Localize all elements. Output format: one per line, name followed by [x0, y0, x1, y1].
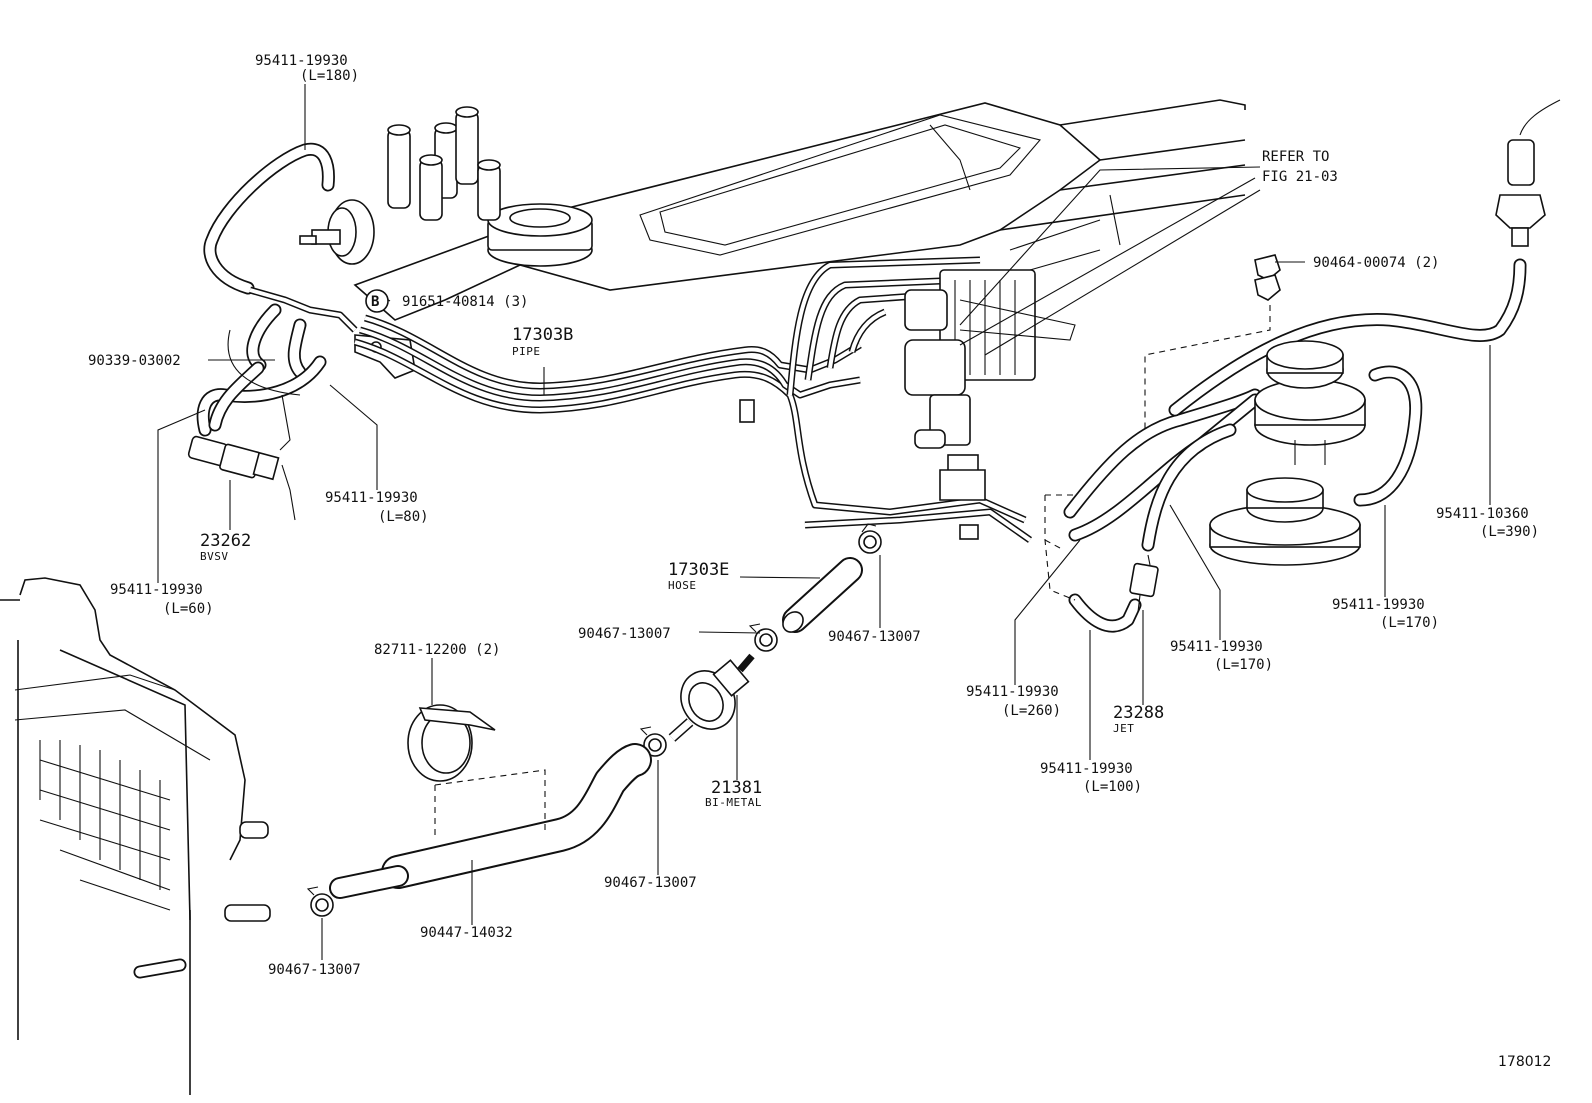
label-pin-90339: 90339-03002 — [88, 353, 181, 369]
oil-filler-cap — [487, 203, 593, 267]
label-hose-l260: 95411-19930 (L=260) — [966, 684, 1061, 719]
thermo-sensor — [1495, 99, 1561, 247]
label-hose-l180: 95411-19930 (L=180) — [255, 53, 359, 84]
label-hose-l170a-part: 95411-19930 — [1332, 597, 1425, 613]
label-hose-l80: 95411-19930 (L=80) — [325, 490, 429, 525]
vsv-cluster — [904, 219, 1101, 501]
label-clip-b-part: 90467-13007 — [828, 629, 921, 645]
label-clip-a: 90467-13007 — [578, 626, 671, 642]
hose-l170-shapes — [1353, 365, 1423, 507]
label-clamp-90464-part: 90464-00074 (2) — [1313, 255, 1439, 271]
label-hose-l390-note: (L=390) — [1480, 524, 1539, 540]
label-hose-l100-note: (L=100) — [1083, 779, 1142, 795]
label-jet-23288: 23288 JET — [1113, 703, 1164, 735]
label-hose-l60-part: 95411-19930 — [110, 582, 203, 598]
label-hose-l170b-note: (L=170) — [1214, 657, 1273, 673]
label-hose-l60: 95411-19930 (L=60) — [110, 582, 214, 617]
label-clip-a-part: 90467-13007 — [578, 626, 671, 642]
label-pipe-17303b: 17303B PIPE — [512, 325, 573, 358]
label-clamp-82711-part: 82711-12200 (2) — [374, 642, 500, 658]
label-bvsv-name: BVSV — [200, 550, 229, 563]
label-hose-l260-part: 95411-19930 — [966, 684, 1059, 700]
right-lines — [1044, 388, 1262, 633]
label-pipe-17303b-part: 17303B — [512, 325, 573, 345]
label-bvsv-part: 23262 — [200, 531, 251, 551]
vacuum-advancer — [299, 199, 375, 265]
label-clip-d-part: 90467-13007 — [268, 962, 361, 978]
label-bimetal-name: BI-METAL — [705, 796, 762, 809]
label-clamp-82711: 82711-12200 (2) — [374, 642, 500, 658]
hose-l180-shape — [203, 142, 335, 295]
label-hose-90447-part: 90447-14032 — [420, 925, 513, 941]
hose-90447-shape — [329, 743, 652, 899]
bolt-b-circle-icon — [365, 289, 389, 313]
label-hose-l60-note: (L=60) — [163, 601, 214, 617]
label-bvsv-23262: 23262 BVSV — [200, 531, 251, 563]
label-clip-b: 90467-13007 — [828, 629, 921, 645]
label-hose-17303e-part: 17303E — [668, 560, 729, 580]
hose-17303e-shape — [782, 557, 863, 633]
label-refer-line2: FIG 21-03 — [1262, 169, 1338, 185]
label-bimetal-part: 21381 — [711, 778, 762, 798]
label-hose-l390-part: 95411-10360 — [1436, 506, 1529, 522]
label-clip-c-part: 90467-13007 — [604, 875, 697, 891]
label-hose-l170a: 95411-19930 (L=170) — [1332, 597, 1439, 631]
manifold-pipes — [786, 256, 981, 396]
left-vacuum-lines — [196, 286, 358, 451]
label-refer-line1: REFER TO — [1262, 149, 1329, 165]
label-bolt-b: B 91651-40814 (3) — [365, 289, 528, 313]
clamp-90464-shape — [1144, 254, 1281, 430]
label-hose-l180-note: (L=180) — [300, 68, 359, 84]
label-hose-90447: 90447-14032 — [420, 925, 513, 941]
egr-valves — [1209, 340, 1366, 566]
radiator — [0, 577, 271, 1095]
label-hose-l100: 95411-19930 (L=100) — [1040, 761, 1142, 795]
clamp-82711-shape — [407, 704, 496, 782]
label-clip-c: 90467-13007 — [604, 875, 697, 891]
leader-lines — [157, 84, 1491, 960]
label-hose-l180-part: 95411-19930 — [255, 53, 348, 69]
label-jet-name: JET — [1113, 722, 1134, 735]
label-pin-90339-part: 90339-03002 — [88, 353, 181, 369]
label-pipe-17303b-name: PIPE — [512, 345, 541, 358]
label-bolt-b-part: 91651-40814 (3) — [402, 294, 528, 310]
label-hose-l260-note: (L=260) — [1002, 703, 1061, 719]
label-hose-l390: 95411-10360 (L=390) — [1436, 506, 1539, 540]
label-clip-d: 90467-13007 — [268, 962, 361, 978]
label-hose-17303e: 17303E HOSE — [668, 560, 729, 592]
hose-l390-shape — [1168, 258, 1527, 417]
jet-23288-shape — [1129, 554, 1159, 613]
engine-cylinder-head — [353, 99, 1246, 321]
clip-shapes — [306, 523, 882, 917]
figure-number: 178012 — [1498, 1054, 1551, 1070]
label-hose-l170b: 95411-19930 (L=170) — [1170, 639, 1273, 673]
label-bolt-b-mark: B — [371, 294, 379, 310]
bimetal-21381-shape — [668, 653, 755, 742]
label-clamp-90464: 90464-00074 (2) — [1313, 255, 1439, 271]
label-hose-17303e-name: HOSE — [668, 579, 697, 592]
label-refer-fig: REFER TO FIG 21-03 — [1262, 149, 1338, 185]
label-hose-l170b-part: 95411-19930 — [1170, 639, 1263, 655]
distributor-cap — [387, 106, 501, 221]
label-jet-part: 23288 — [1113, 703, 1164, 723]
label-hose-l80-part: 95411-19930 — [325, 490, 418, 506]
label-hose-l80-note: (L=80) — [378, 509, 429, 525]
label-hose-l170a-note: (L=170) — [1380, 615, 1439, 631]
pipe-17303b-shape — [354, 314, 1033, 543]
label-bimetal-21381: 21381 BI-METAL — [705, 778, 762, 809]
label-hose-l100-part: 95411-19930 — [1040, 761, 1133, 777]
bvsv-valve — [187, 435, 296, 521]
